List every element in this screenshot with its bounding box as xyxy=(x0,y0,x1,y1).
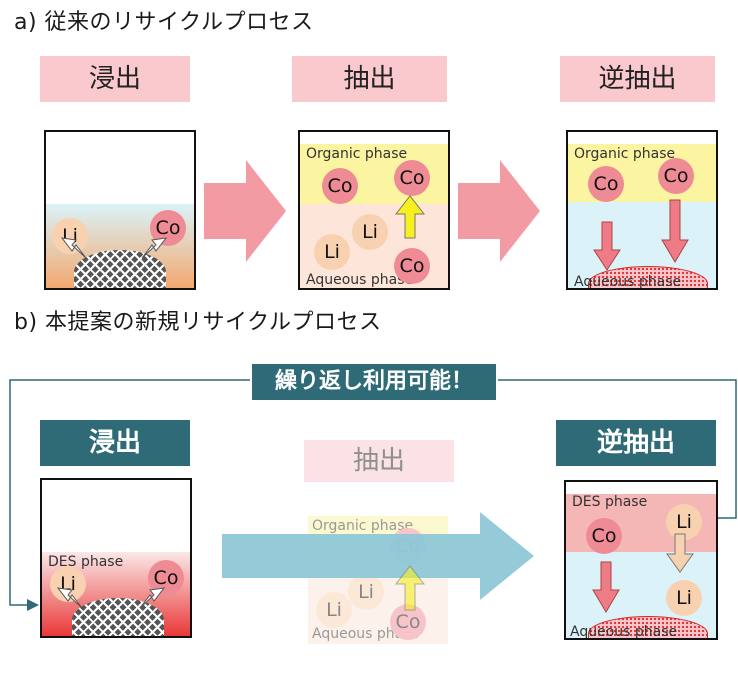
organic-phase-label: Organic phase xyxy=(574,146,676,162)
precipitate xyxy=(588,266,708,288)
co-ion: Co xyxy=(586,518,622,554)
co-ion: Co xyxy=(394,160,430,196)
a-stripping-vessel: Organic phase Aqueous phase Co Co xyxy=(566,130,718,290)
a-extraction-vessel: Organic phase Aqueous phase Co Co Li Li … xyxy=(298,130,450,290)
co-ion: Co xyxy=(588,166,624,202)
process-arrow-icon xyxy=(204,160,286,262)
a-leaching-vessel: Li Co xyxy=(44,130,196,290)
label-leaching: 浸出 xyxy=(40,420,190,466)
label-stripping: 逆抽出 xyxy=(560,56,715,102)
li-ion: Li xyxy=(666,580,702,616)
li-ion: Li xyxy=(50,566,86,602)
co-ion: Co xyxy=(150,210,186,246)
label-stripping: 逆抽出 xyxy=(556,420,716,466)
co-ion: Co xyxy=(390,528,426,564)
li-ion: Li xyxy=(314,234,350,270)
label-extraction: 抽出 xyxy=(292,56,447,102)
section-b-title: b) 本提案の新規リサイクルプロセス xyxy=(14,310,382,335)
label-leaching: 浸出 xyxy=(40,56,190,102)
b-extraction-vessel: Organic phase Aqueous phase Co Li Li Co xyxy=(308,508,448,644)
battery-material xyxy=(74,250,166,288)
des-phase-label: DES phase xyxy=(572,494,648,510)
b-stripping-vessel: DES phase Aqueous phase Co Li Li xyxy=(564,480,718,640)
reusable-banner: 繰り返し利用可能！ xyxy=(250,362,498,402)
li-ion: Li xyxy=(348,574,384,610)
li-ion: Li xyxy=(52,218,88,254)
li-ion: Li xyxy=(316,592,352,628)
co-ion: Co xyxy=(390,604,426,640)
label-extraction: 抽出 xyxy=(304,440,454,482)
organic-phase-label: Organic phase xyxy=(306,146,408,162)
aqueous-phase-label: Aqueous phase xyxy=(574,274,682,290)
co-ion: Co xyxy=(148,560,184,596)
li-ion: Li xyxy=(666,504,702,540)
co-ion: Co xyxy=(322,168,358,204)
section-a-title: a) 従来のリサイクルプロセス xyxy=(14,10,314,35)
aqueous-phase-label: Aqueous phase xyxy=(306,272,414,288)
battery-material xyxy=(72,598,164,636)
co-ion: Co xyxy=(658,158,694,194)
process-arrow-icon xyxy=(458,160,540,262)
b-leaching-vessel: DES phase Li Co xyxy=(40,478,192,638)
co-ion: Co xyxy=(394,248,430,284)
li-ion: Li xyxy=(352,214,388,250)
aqueous-phase-label: Aqueous phase xyxy=(570,624,678,640)
